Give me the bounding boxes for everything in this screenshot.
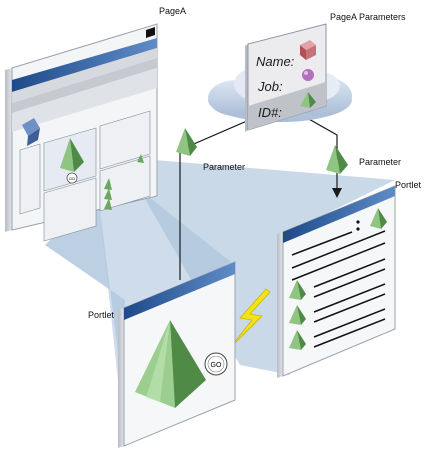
arrow-head-icon — [332, 188, 342, 198]
green-pyramid-icon — [300, 92, 316, 108]
parameter-card: Name: Job: ID#: — [245, 23, 327, 132]
parameter-label-right: Parameter — [359, 157, 402, 167]
param-name-label: Name: — [256, 54, 295, 69]
page-a-label: PageA — [159, 6, 187, 16]
page-a-parameters-label: PageA Parameters — [330, 12, 406, 22]
lightning-bolt-icon — [229, 288, 271, 349]
parameter-pyramid-right-icon — [326, 145, 348, 174]
parameter-label-left: Parameter — [203, 162, 246, 172]
parameter-pyramid-left-icon — [176, 128, 197, 156]
page-a-blue-cube-icon — [22, 118, 40, 146]
portlet-left-big-pyramid-icon — [135, 320, 206, 408]
param-id-label: ID#: — [258, 105, 282, 120]
portlet-label-right: Portlet — [395, 180, 422, 190]
portlet-left-window: GO — [118, 261, 236, 448]
purple-sphere-icon — [302, 69, 314, 81]
go-button[interactable]: GO — [204, 352, 228, 376]
portlet-right-list-pyramid-icon — [289, 280, 306, 350]
page-a-mini-pyramid-icon — [60, 138, 84, 172]
page-a-mini-go-label: GO — [69, 176, 75, 181]
projection-to-portlet-left — [45, 195, 130, 445]
page-a-window: GO — [5, 23, 158, 242]
projection-to-portlet-right — [100, 120, 395, 375]
go-button-label: GO — [211, 362, 222, 369]
param-job-label: Job: — [257, 79, 283, 94]
portlet-right-window — [277, 185, 396, 378]
portlet-label-left: Portlet — [88, 310, 115, 320]
red-cube-icon — [300, 40, 316, 60]
page-a-mini-go-icon: GO — [66, 172, 78, 184]
portlet-right-header-pyramid-icon — [370, 208, 387, 229]
